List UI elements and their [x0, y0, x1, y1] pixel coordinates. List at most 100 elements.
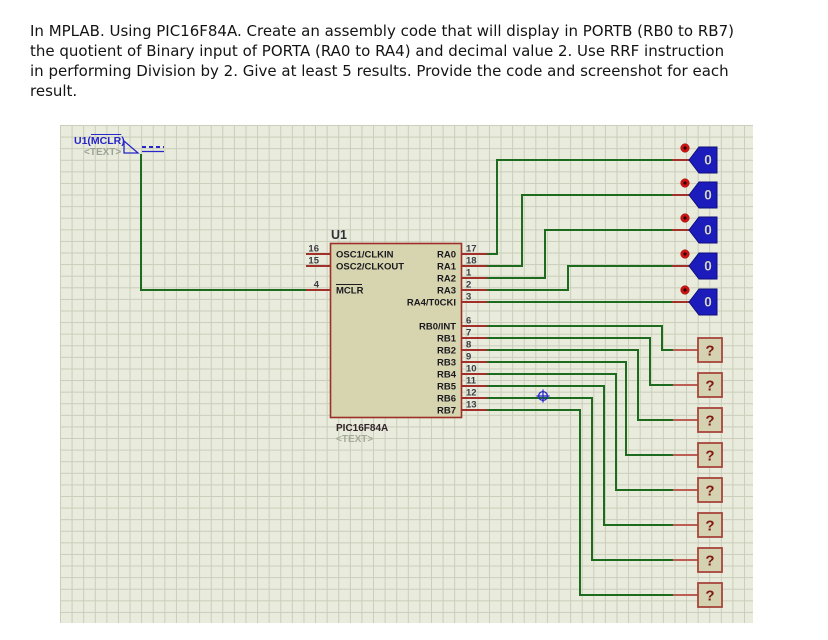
logic-state-2[interactable]: 0: [680, 178, 718, 209]
logic-state-3[interactable]: 0: [680, 213, 718, 244]
pin-name-rb7: RB7: [437, 406, 456, 417]
logic-probe-2[interactable]: ?: [697, 372, 723, 398]
probe-body[interactable]: [697, 442, 723, 468]
pin-num-3: 3: [466, 292, 471, 303]
logic-state-value: 0: [704, 153, 712, 168]
probe-value: ?: [705, 378, 714, 395]
wire-ra2: [486, 229, 678, 279]
pin-num-2: 2: [466, 280, 471, 291]
pin-num-11: 11: [466, 376, 477, 387]
pin-num-18: 18: [466, 256, 477, 267]
logic-state-toggle-dot-icon: [683, 181, 687, 185]
question-line: result.: [30, 82, 78, 100]
pin-num-1: 1: [466, 268, 472, 279]
question-line: the quotient of Binary input of PORTA (R…: [30, 42, 725, 60]
mclr-terminal-placeholder: <TEXT>: [84, 147, 122, 158]
logic-state-body[interactable]: [688, 252, 718, 280]
logic-probe-8[interactable]: ?: [697, 582, 723, 608]
wire-mclr: [140, 154, 308, 291]
probe-body[interactable]: [697, 582, 723, 608]
pin-stubs: [306, 159, 698, 596]
pin-num-12: 12: [466, 388, 477, 399]
probe-value: ?: [705, 483, 714, 500]
chip-ref: U1: [331, 228, 347, 242]
terminal-triangle-icon: [123, 139, 140, 154]
probe-body[interactable]: [697, 512, 723, 538]
logic-probe-1[interactable]: ?: [697, 337, 723, 363]
pin-name-rb6: RB6: [437, 394, 456, 405]
logic-probe-4[interactable]: ?: [697, 442, 723, 468]
logic-state-toggle-dot-icon: [683, 252, 687, 256]
wire-rb7: [486, 409, 680, 596]
logic-probe-3[interactable]: ?: [697, 407, 723, 433]
logic-state-1[interactable]: 0: [680, 143, 718, 174]
logic-probe-5[interactable]: ?: [697, 477, 723, 503]
pin-num-7: 7: [466, 328, 471, 339]
pin-name-rb0: RB0/INT: [419, 322, 456, 333]
probe-body[interactable]: [697, 372, 723, 398]
probe-body[interactable]: [697, 337, 723, 363]
pin-name-osc1: OSC1/CLKIN: [336, 250, 394, 261]
mclr-terminal-label: U1(MCLR): [74, 135, 125, 147]
pin-num-13: 13: [466, 400, 477, 411]
pin-num-10: 10: [466, 364, 477, 375]
pin-name-rb5: RB5: [437, 382, 457, 393]
pin-name-ra2: RA2: [437, 274, 456, 285]
logic-state-value: 0: [704, 188, 712, 203]
pin-name-osc2: OSC2/CLKOUT: [336, 262, 404, 273]
probe-body[interactable]: [697, 547, 723, 573]
wire-ra3: [486, 265, 678, 291]
probe-value: ?: [705, 518, 714, 535]
logic-state-5[interactable]: 0: [680, 285, 718, 316]
wire-ra0: [486, 159, 678, 255]
pin-num-15: 15: [308, 256, 319, 267]
chip-body[interactable]: [329, 242, 463, 419]
logic-state-body[interactable]: [688, 181, 718, 209]
origin-marker-icon: [536, 389, 550, 403]
logic-state-value: 0: [704, 295, 712, 310]
logic-state-toggle-dot-icon: [683, 288, 687, 292]
pin-num-8: 8: [466, 340, 471, 351]
schematic-canvas[interactable]: U1(MCLR) <TEXT>: [60, 125, 753, 623]
logic-state-value: 0: [704, 259, 712, 274]
logic-probe-7[interactable]: ?: [697, 547, 723, 573]
chip-pic16f84a[interactable]: U1 1 6 15 4 OSC1/CLKIN OSC2/CLKOUT MCLR R…: [308, 228, 476, 445]
probe-body[interactable]: [697, 407, 723, 433]
wire-rb4: [486, 373, 680, 491]
pin-name-ra1: RA1: [437, 262, 457, 273]
chip-text-placeholder: <TEXT>: [336, 434, 373, 445]
pin-name-rb4: RB4: [437, 370, 457, 381]
probe-value: ?: [705, 553, 714, 570]
logic-state-toggle-dot-icon: [683, 146, 687, 150]
logic-state-body[interactable]: [688, 288, 718, 316]
logic-state-toggle-dot-icon: [683, 216, 687, 220]
wire-rb5: [486, 385, 680, 526]
wire-rb2: [486, 349, 680, 421]
mclr-terminal[interactable]: [123, 139, 164, 154]
probe-value: ?: [705, 343, 714, 360]
pin-name-rb2: RB2: [437, 346, 456, 357]
logic-probe-6[interactable]: ?: [697, 512, 723, 538]
probe-value: ?: [705, 413, 714, 430]
probe-value: ?: [705, 588, 714, 605]
logic-state-4[interactable]: 0: [680, 249, 718, 280]
pin-name-rb1: RB1: [437, 334, 457, 345]
question-line: In MPLAB. Using PIC16F84A. Create an ass…: [30, 22, 734, 40]
probe-body[interactable]: [697, 477, 723, 503]
pin-name-rb3: RB3: [437, 358, 456, 369]
pin-num-6: 6: [466, 316, 471, 327]
pin-num-9: 9: [466, 352, 471, 363]
pin-name-mclr: MCLR: [336, 286, 364, 297]
wire-rb6: [486, 397, 680, 561]
pin-num-4: 4: [314, 280, 320, 291]
logic-state-body[interactable]: [688, 216, 718, 244]
pin-name-ra0: RA0: [437, 250, 456, 261]
wires: [140, 154, 680, 596]
logic-state-body[interactable]: [688, 146, 718, 174]
wire-ra1: [486, 194, 678, 267]
pin-num-17: 17: [466, 244, 477, 255]
question-line: in performing Division by 2. Give at lea…: [30, 62, 729, 80]
question-text: In MPLAB. Using PIC16F84A. Create an ass…: [30, 21, 805, 101]
pin-name-ra3: RA3: [437, 286, 456, 297]
